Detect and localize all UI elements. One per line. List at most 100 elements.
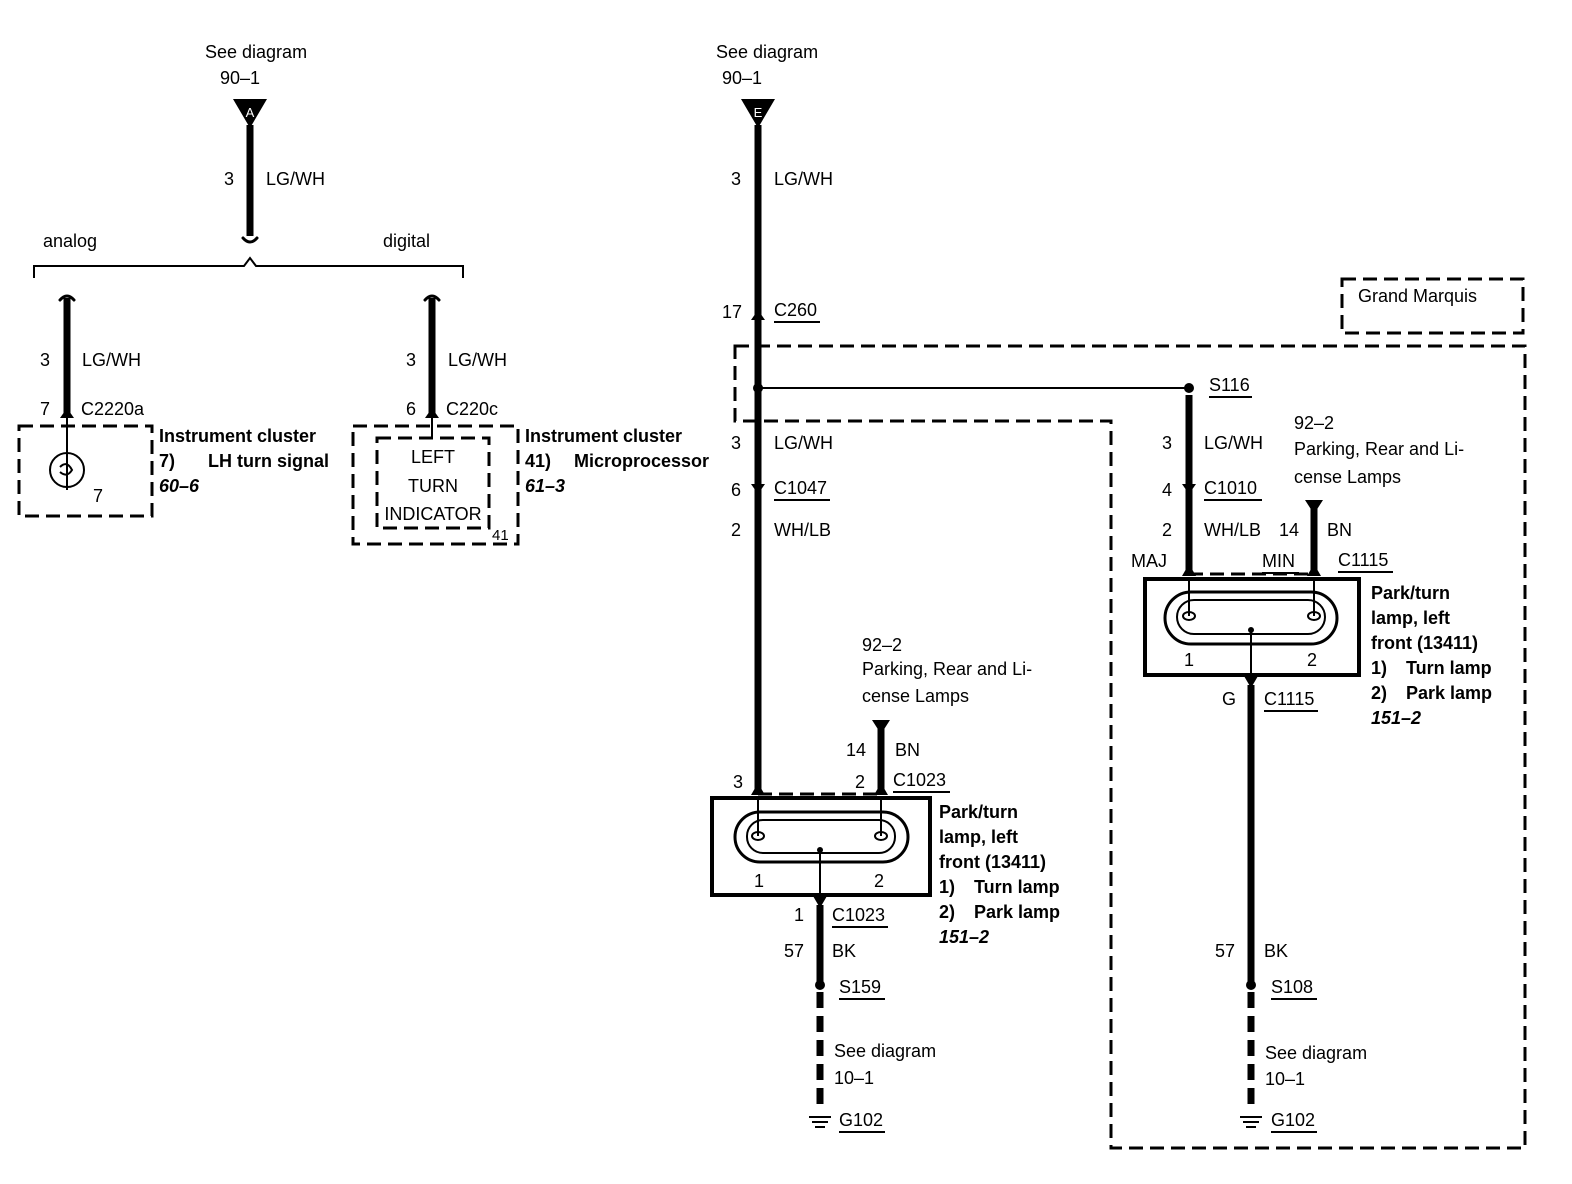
page-ref[interactable]: 60–6: [159, 476, 200, 496]
terminal-number: 2: [1307, 650, 1317, 670]
item-number: 2): [1371, 683, 1387, 703]
item-name: Turn lamp: [1406, 658, 1492, 678]
splice-name[interactable]: S108: [1271, 977, 1313, 997]
connector-pin-icon: [751, 783, 765, 795]
circuit-number: 14: [846, 740, 866, 760]
item-number: 1): [939, 877, 955, 897]
wire-color: LG/WH: [1204, 433, 1263, 453]
connector-a-icon: [233, 99, 267, 128]
ground-name[interactable]: G102: [1271, 1110, 1315, 1130]
wire-break-icon: [58, 294, 76, 302]
wire-color: BK: [832, 941, 856, 961]
connector-pin-icon: [1307, 564, 1321, 576]
bulb-number: 7: [93, 486, 103, 506]
see-diagram-ref[interactable]: 10–1: [1265, 1069, 1305, 1089]
right-diagram: See diagram 90–1 E 3 LG/WH 17 C260 Grand…: [710, 42, 1527, 1150]
indicator-number: 41: [492, 527, 509, 544]
connector-name[interactable]: C260: [774, 300, 817, 320]
component-title: Instrument cluster: [159, 426, 316, 446]
diagram-ref[interactable]: 90–1: [220, 68, 260, 88]
connector-e-icon: [741, 99, 775, 128]
wire-color: BN: [895, 740, 920, 760]
lamp-desc: cense Lamps: [1294, 467, 1401, 487]
splice-dot: [1184, 383, 1194, 393]
connector-pin-icon: [874, 783, 888, 795]
connector-pin-icon: [1182, 484, 1196, 494]
see-diagram-label[interactable]: See diagram: [205, 42, 307, 62]
pin-number: 7: [40, 399, 50, 419]
see-diagram-label[interactable]: See diagram: [1265, 1043, 1367, 1063]
min-label: MIN: [1262, 551, 1295, 571]
bulb-filament-icon: [59, 455, 74, 490]
grand-marquis-box: [1340, 277, 1525, 335]
pin-number: 6: [731, 480, 741, 500]
circuit-number: 3: [731, 433, 741, 453]
item-number: 41): [525, 451, 551, 471]
wire-break-icon: [423, 294, 441, 302]
page-ref[interactable]: 151–2: [1371, 708, 1421, 728]
option-digital: digital: [383, 231, 430, 251]
connector-name[interactable]: C1115: [1264, 689, 1314, 709]
ground-icon: [809, 1116, 831, 1128]
item-name: LH turn signal: [208, 451, 329, 471]
diagram-ref[interactable]: 90–1: [722, 68, 762, 88]
splice-name[interactable]: S116: [1209, 375, 1250, 395]
page-ref[interactable]: 61–3: [525, 476, 565, 496]
circuit-number: 57: [1215, 941, 1235, 961]
wire-break-icon: [241, 236, 259, 244]
connector-pin-icon: [425, 408, 439, 418]
indicator-label: INDICATOR: [384, 504, 481, 524]
filament-icon: [1182, 611, 1196, 621]
option-analog: analog: [43, 231, 97, 251]
ground-icon: [1240, 1116, 1262, 1128]
option-bracket: [33, 256, 464, 278]
item-number: 1): [1371, 658, 1387, 678]
component-title: Park/turn: [939, 802, 1018, 822]
ground-name[interactable]: G102: [839, 1110, 883, 1130]
see-diagram-label[interactable]: See diagram: [716, 42, 818, 62]
see-diagram-label[interactable]: See diagram: [834, 1041, 936, 1061]
connector-name[interactable]: C1023: [832, 905, 885, 925]
pin-number: 4: [1162, 480, 1172, 500]
lamp-bulb-outer: [733, 810, 910, 864]
wire-color: BK: [1264, 941, 1288, 961]
splice-name[interactable]: S159: [839, 977, 881, 997]
circuit-number: 3: [406, 350, 416, 370]
circuit-number: 3: [731, 169, 741, 189]
lamp-ref[interactable]: 92–2: [862, 635, 902, 655]
page-ref[interactable]: 151–2: [939, 927, 989, 947]
connector-pin-icon: [751, 310, 765, 320]
connector-name[interactable]: C1115: [1338, 550, 1388, 570]
connector-name[interactable]: C1047: [774, 478, 827, 498]
indicator-label: LEFT: [411, 447, 455, 467]
wire-color: BN: [1327, 520, 1352, 540]
connector-letter: A: [246, 105, 255, 120]
connector-letter: E: [754, 105, 763, 120]
connector-name[interactable]: C1023: [893, 770, 946, 790]
circuit-number: 2: [731, 520, 741, 540]
maj-label: MAJ: [1131, 551, 1167, 571]
lamp-ref[interactable]: 92–2: [1294, 413, 1334, 433]
filament-icon: [874, 831, 888, 841]
wire-color: WH/LB: [1204, 520, 1261, 540]
item-number: 7): [159, 451, 175, 471]
grand-marquis-region: [733, 344, 1527, 1150]
pin-number: 2: [855, 772, 865, 792]
instrument-cluster-box: [17, 424, 154, 518]
instrument-cluster-box: [351, 424, 520, 546]
grand-marquis-label: Grand Marquis: [1358, 286, 1477, 306]
item-number: 2): [939, 902, 955, 922]
pin-number: 1: [794, 905, 804, 925]
see-diagram-ref[interactable]: 10–1: [834, 1068, 874, 1088]
connector-name[interactable]: C2220a: [81, 399, 145, 419]
wire-color: WH/LB: [774, 520, 831, 540]
connector-name[interactable]: C220c: [446, 399, 498, 419]
connector-name[interactable]: C1010: [1204, 478, 1257, 498]
circuit-number: 57: [784, 941, 804, 961]
feed-arrow-icon: [872, 720, 890, 734]
filament-icon: [751, 831, 765, 841]
left-diagram: See diagram 90–1 A 3 LG/WH analog digita…: [17, 42, 709, 546]
connector-pin-icon: [1244, 676, 1258, 688]
lamp-desc: cense Lamps: [862, 686, 969, 706]
splice-dot: [815, 980, 825, 990]
